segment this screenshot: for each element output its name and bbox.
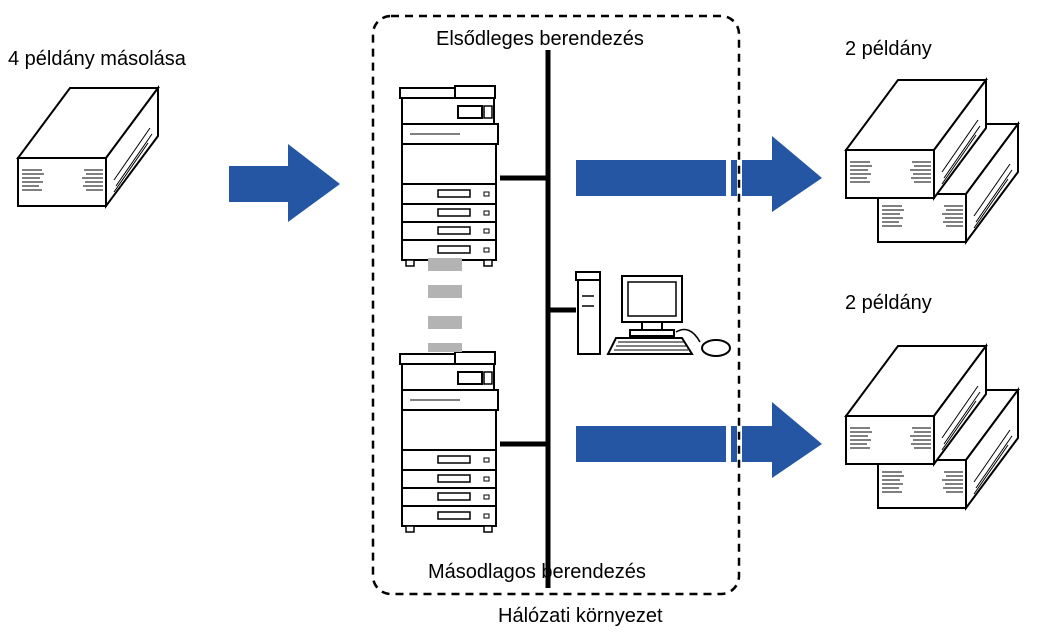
original-document-stack: [17, 87, 159, 207]
network-environment-label: Hálózati környezet: [498, 605, 663, 627]
output-label-2: 2 példány: [845, 292, 932, 314]
primary-device-label: Elsődleges berendezés: [436, 28, 644, 50]
network-environment-box: [371, 14, 741, 596]
source-label: 4 példány másolása: [8, 48, 186, 70]
computer: [575, 271, 731, 357]
machine-connector: [428, 258, 462, 352]
input-arrow: [229, 144, 340, 222]
secondary-copier: [399, 351, 499, 533]
output-label-1: 2 példány: [845, 38, 932, 60]
primary-copier: [399, 85, 499, 267]
output-arrow-2: [576, 402, 822, 478]
output-arrow-1: [576, 136, 822, 212]
secondary-device-label: Másodlagos berendezés: [428, 561, 646, 583]
